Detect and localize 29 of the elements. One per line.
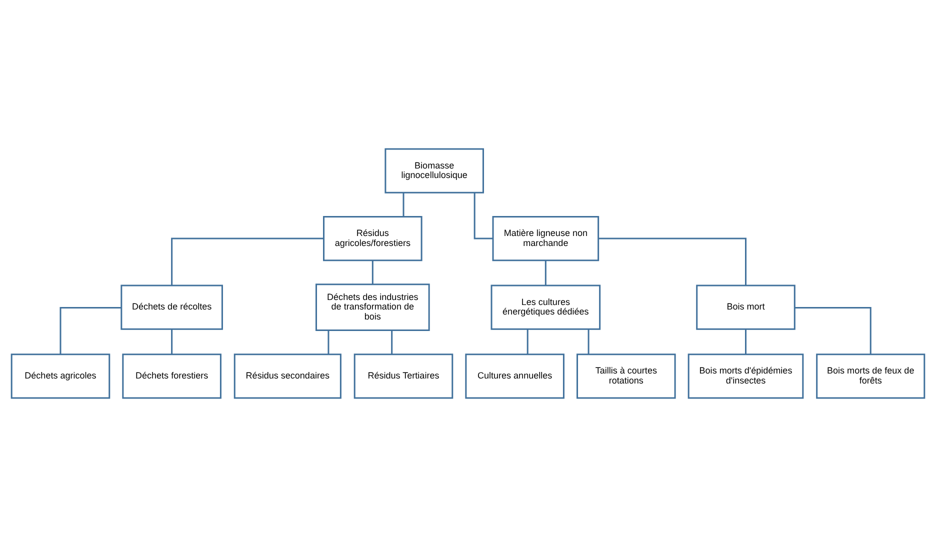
connector — [745, 328, 746, 354]
node-box: Résidus secondaires — [234, 353, 342, 398]
connector — [372, 260, 374, 284]
connector — [588, 328, 590, 354]
connector — [391, 330, 393, 354]
node-box: Taillis à courtes rotations — [576, 353, 676, 398]
connector — [474, 192, 493, 239]
connector — [171, 237, 324, 285]
node-box: Déchets forestiers — [122, 353, 222, 398]
node-box: Bois mort — [696, 284, 796, 330]
node-box: Déchets agricoles — [10, 353, 110, 398]
node-box: Biomasse lignocellulosique — [384, 148, 484, 193]
node-box: Déchets des industries de transformation de bois — [315, 283, 430, 331]
connector — [171, 328, 173, 354]
node-box: Résidus agricoles/forestiers — [323, 215, 422, 261]
node-box: Résidus Tertiaires — [354, 353, 454, 398]
node-box: Déchets de récoltes — [120, 284, 223, 330]
node-box: Les cultures énergétiques dédiées — [490, 284, 601, 330]
node-box: Cultures annuelles — [465, 353, 564, 398]
connector — [544, 260, 546, 285]
connector — [328, 330, 330, 354]
connector — [60, 306, 122, 354]
connector — [526, 328, 528, 354]
node-box: Bois morts de feux de forêts — [816, 353, 926, 398]
node-box: Bois morts d'épidémies d'insectes — [688, 353, 804, 398]
connector — [794, 306, 872, 354]
connector — [598, 237, 746, 285]
connector — [402, 192, 404, 216]
node-box: Matière ligneuse non marchande — [492, 215, 600, 261]
